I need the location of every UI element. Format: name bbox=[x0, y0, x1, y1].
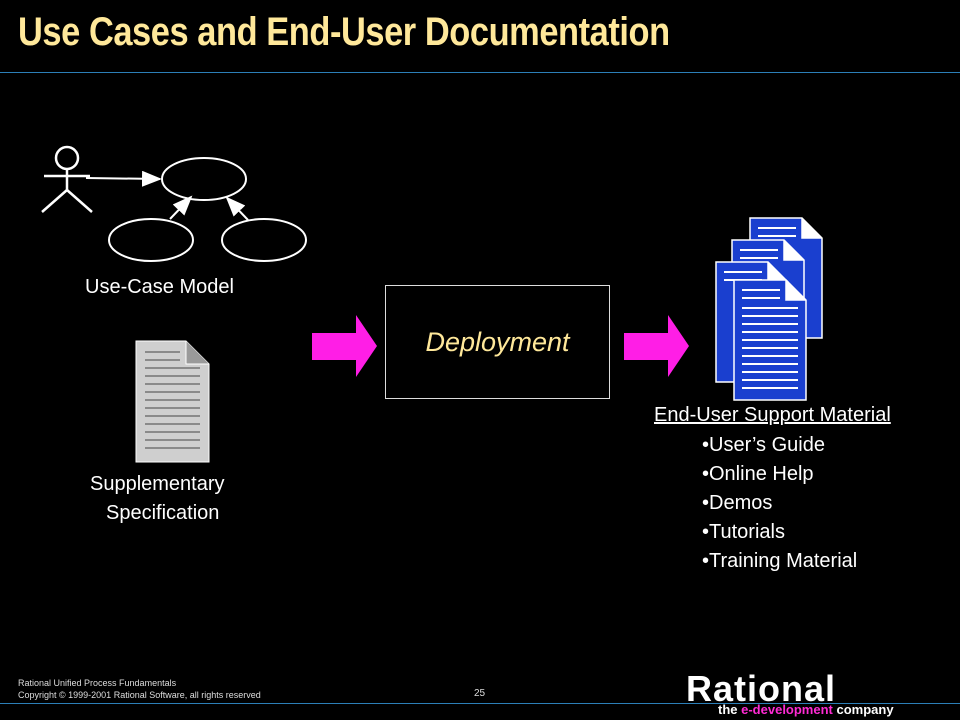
support-material-list: •User’s Guide •Online Help •Demos •Tutor… bbox=[702, 433, 857, 578]
deployment-label: Deployment bbox=[425, 326, 570, 357]
tagline-highlight: e-development bbox=[741, 702, 833, 717]
list-item: •Training Material bbox=[702, 550, 858, 572]
supplementary-label-line1: Supplementary bbox=[90, 473, 225, 495]
use-case-left bbox=[108, 218, 194, 262]
deployment-box: Deployment bbox=[385, 285, 610, 399]
supplementary-label-line2: Specification bbox=[106, 502, 220, 524]
use-case-model-label: Use-Case Model bbox=[85, 276, 234, 298]
include-arrow-left bbox=[169, 195, 193, 220]
footer-divider bbox=[0, 703, 960, 704]
list-item: •User’s Guide bbox=[702, 434, 825, 456]
footer-course-name: Rational Unified Process Fundamentals bbox=[18, 678, 177, 688]
tagline-suffix: company bbox=[832, 702, 894, 717]
page-number: 25 bbox=[474, 688, 486, 699]
document-icon bbox=[135, 340, 210, 463]
list-item: •Tutorials bbox=[702, 521, 785, 543]
use-case-main bbox=[161, 157, 247, 201]
input-arrow bbox=[312, 315, 377, 377]
actor-icon bbox=[41, 145, 93, 213]
output-arrow bbox=[624, 315, 689, 377]
support-material-title: End-User Support Material bbox=[654, 404, 891, 426]
include-arrow-right bbox=[225, 196, 249, 221]
actor-association-arrow bbox=[85, 170, 162, 187]
documents-stack-icon bbox=[715, 217, 823, 401]
tagline-prefix: the bbox=[718, 702, 742, 717]
footer-copyright: Copyright © 1999-2001 Rational Software,… bbox=[18, 690, 261, 700]
company-tagline: the e-development company bbox=[718, 702, 894, 717]
list-item: •Online Help bbox=[702, 463, 814, 485]
use-case-right bbox=[221, 218, 307, 262]
list-item: •Demos bbox=[702, 492, 773, 514]
page-title: Use Cases and End-User Documentation bbox=[18, 10, 670, 54]
company-logo: Rational bbox=[686, 668, 837, 709]
title-divider bbox=[0, 72, 960, 73]
